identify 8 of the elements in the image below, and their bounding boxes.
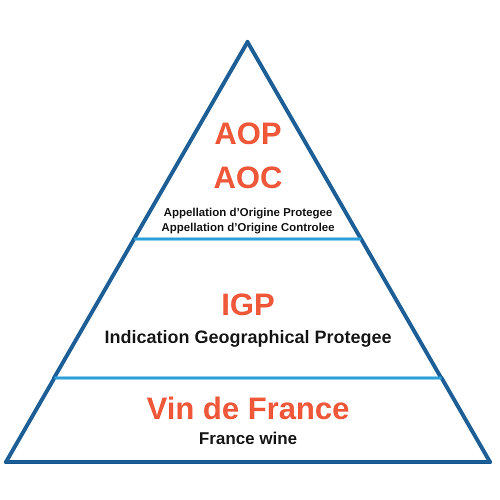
- tier-description: France wine: [198, 428, 298, 450]
- tier-description: Indication Geographical Protegee: [104, 326, 392, 349]
- tier-description: Appellation d’Origine Protegee: [164, 206, 332, 221]
- tier-title: IGP: [221, 286, 275, 324]
- tier-title: Vin de France: [146, 390, 350, 428]
- tier-description: Appellation d’Origine Controlee: [161, 221, 335, 236]
- tier-title: AOC: [214, 159, 282, 197]
- tier-title: AOP: [214, 115, 282, 153]
